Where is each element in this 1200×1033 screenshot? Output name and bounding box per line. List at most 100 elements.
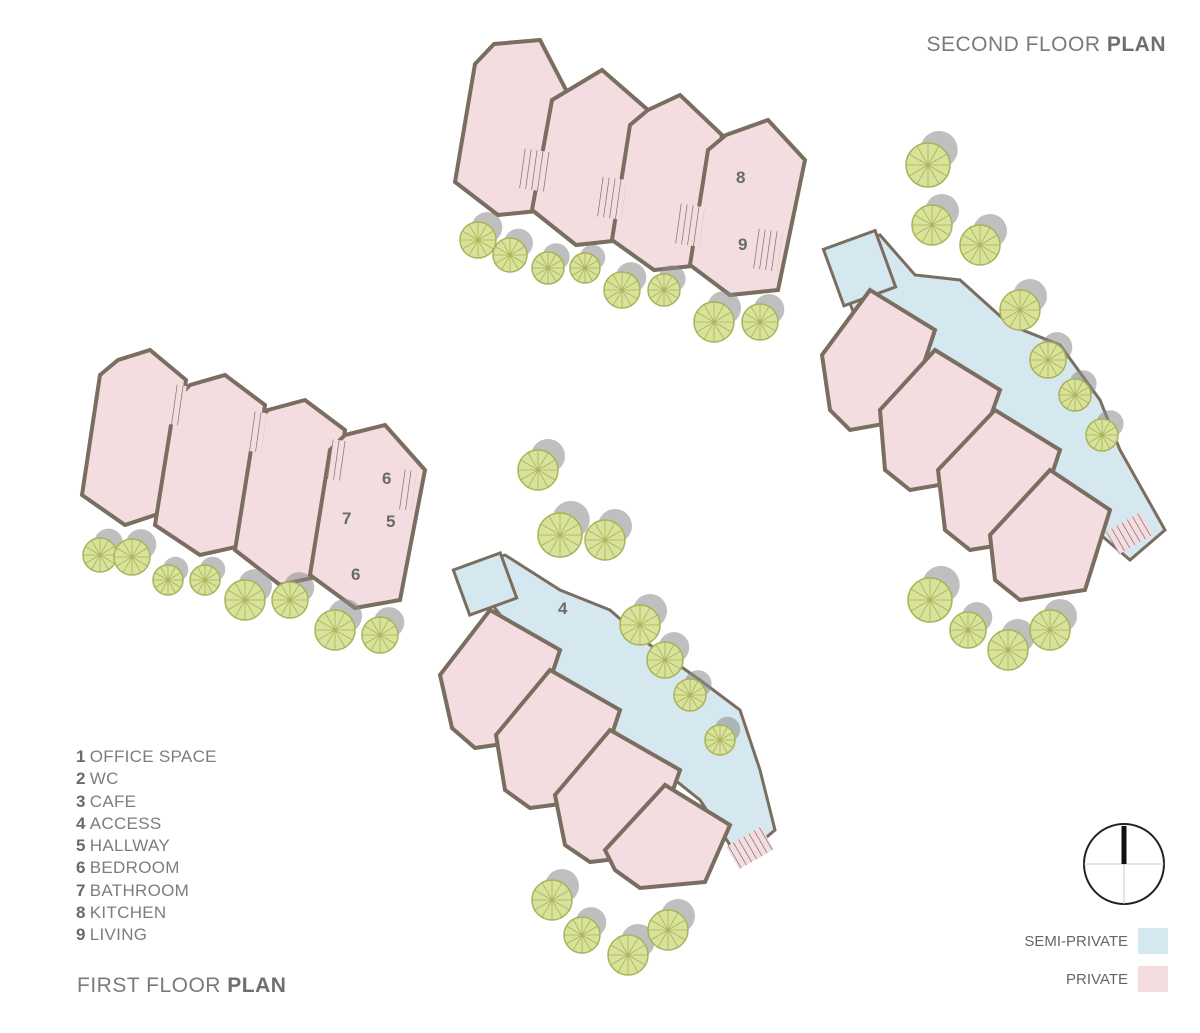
private-swatch <box>1138 966 1168 992</box>
landscape <box>82 130 1124 976</box>
room-label-bedroom: 6 <box>351 565 360 584</box>
tree-icon <box>603 271 641 309</box>
semi-private-swatch <box>1138 928 1168 954</box>
tree-icon <box>361 616 399 654</box>
tree-icon <box>271 581 309 619</box>
tree-icon <box>607 934 649 976</box>
tree-icon <box>987 629 1029 671</box>
room-label-bathroom: 7 <box>342 509 351 528</box>
room-label-living: 9 <box>738 235 747 254</box>
legend-label: CAFE <box>89 791 137 811</box>
room-label-hallway: 5 <box>386 512 395 531</box>
first-floor-plan-title: FIRST FLOOR PLAN <box>77 974 287 997</box>
stair <box>397 469 417 511</box>
legend-label: OFFICE SPACE <box>89 747 217 766</box>
tree-icon <box>1029 341 1067 379</box>
tree-icon <box>1029 609 1071 651</box>
legend-number: 4 <box>76 813 86 833</box>
second-floor-plan-title: SECOND FLOOR PLAN <box>926 33 1166 56</box>
stair <box>726 826 774 870</box>
zone-key-label: PRIVATE <box>1066 970 1128 988</box>
legend-number: 6 <box>76 858 86 878</box>
legend-label: LIVING <box>89 925 148 945</box>
unit <box>987 467 1113 603</box>
tree-icon <box>1058 378 1092 412</box>
tree-icon <box>647 273 681 307</box>
tree-icon <box>113 538 151 576</box>
legend-number: 9 <box>76 925 86 945</box>
legend-label: BEDROOM <box>89 858 180 878</box>
tree-icon <box>646 641 684 679</box>
tree-icon <box>531 251 565 285</box>
tree-icon <box>911 204 953 246</box>
tree-icon <box>152 564 184 596</box>
tree-icon <box>584 519 626 561</box>
tree-icon <box>647 909 689 951</box>
stair <box>517 148 551 192</box>
tree-icon <box>224 579 266 621</box>
legend-label: KITCHEN <box>89 903 167 923</box>
room-label-access: 4 <box>558 599 568 618</box>
legend-number: 2 <box>76 769 86 789</box>
tree-icon <box>459 221 497 259</box>
tree-icon <box>563 916 601 954</box>
tree-icon <box>673 678 707 712</box>
tree-icon <box>537 512 583 558</box>
legend-label: WC <box>89 769 119 789</box>
stair <box>671 203 705 247</box>
tree-icon <box>741 303 779 341</box>
room-label-bedroom: 6 <box>382 469 391 488</box>
tree-icon <box>905 142 951 188</box>
stair <box>167 384 187 426</box>
tree-icon <box>189 564 221 596</box>
legend-number: 3 <box>76 791 86 811</box>
stair <box>749 228 783 272</box>
tree-icon <box>619 604 661 646</box>
first-floor-bottom-cluster: 4 <box>437 550 777 891</box>
legend-label: HALLWAY <box>89 836 170 856</box>
stair <box>327 439 347 481</box>
tree-icon <box>314 609 356 651</box>
tree-icon <box>517 449 559 491</box>
tree-icon <box>949 611 987 649</box>
legend-label: BATHROOM <box>89 880 190 900</box>
room-label-kitchen: 8 <box>736 168 745 187</box>
legend-number: 1 <box>76 747 86 766</box>
tree-icon <box>569 252 601 284</box>
second-floor-right-cluster <box>819 228 1167 603</box>
tree-icon <box>1085 418 1119 452</box>
second-floor-top-cluster: 8 9 <box>452 37 808 298</box>
stair-core <box>451 550 519 618</box>
north-arrow-icon <box>1083 823 1165 905</box>
tree-icon <box>82 537 118 573</box>
tree-icon <box>531 879 573 921</box>
stair <box>247 411 267 453</box>
legend-number: 8 <box>76 903 86 923</box>
tree-icon <box>999 289 1041 331</box>
zone-key-private: PRIVATE <box>1066 966 1168 992</box>
stair <box>593 176 627 220</box>
stair <box>1106 511 1154 555</box>
tree-icon <box>704 724 736 756</box>
tree-icon <box>492 237 528 273</box>
tree-icon <box>907 577 953 623</box>
legend-label: ACCESS <box>89 813 162 833</box>
zone-key-semi-private: SEMI-PRIVATE <box>1024 928 1168 954</box>
first-floor-left-cluster: 6 7 5 6 <box>79 347 428 611</box>
zone-key-label: SEMI-PRIVATE <box>1024 932 1128 950</box>
legend-number: 5 <box>76 836 86 856</box>
tree-icon <box>959 224 1001 266</box>
legend-number: 7 <box>76 880 86 900</box>
unit <box>602 782 733 891</box>
tree-icon <box>693 301 735 343</box>
